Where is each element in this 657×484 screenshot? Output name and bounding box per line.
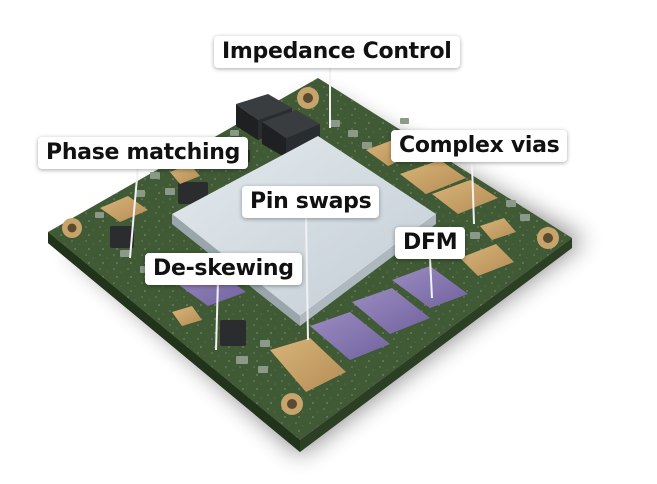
purple-chips	[172, 266, 468, 360]
callout-impedance-control: Impedance Control	[214, 36, 460, 68]
callout-phase-matching: Phase matching	[38, 137, 249, 169]
callout-complex-vias: Complex vias	[391, 130, 568, 162]
die-lid	[172, 136, 436, 316]
callout-dfm: DFM	[395, 227, 466, 259]
inductors	[236, 94, 320, 158]
board-edge-dark	[48, 232, 300, 452]
leader-lines	[129, 68, 475, 351]
callout-pin-swaps: Pin swaps	[242, 186, 380, 218]
gold-pads	[100, 138, 516, 392]
callout-de-skewing: De-skewing	[145, 253, 302, 285]
mounting-holes	[62, 87, 559, 415]
